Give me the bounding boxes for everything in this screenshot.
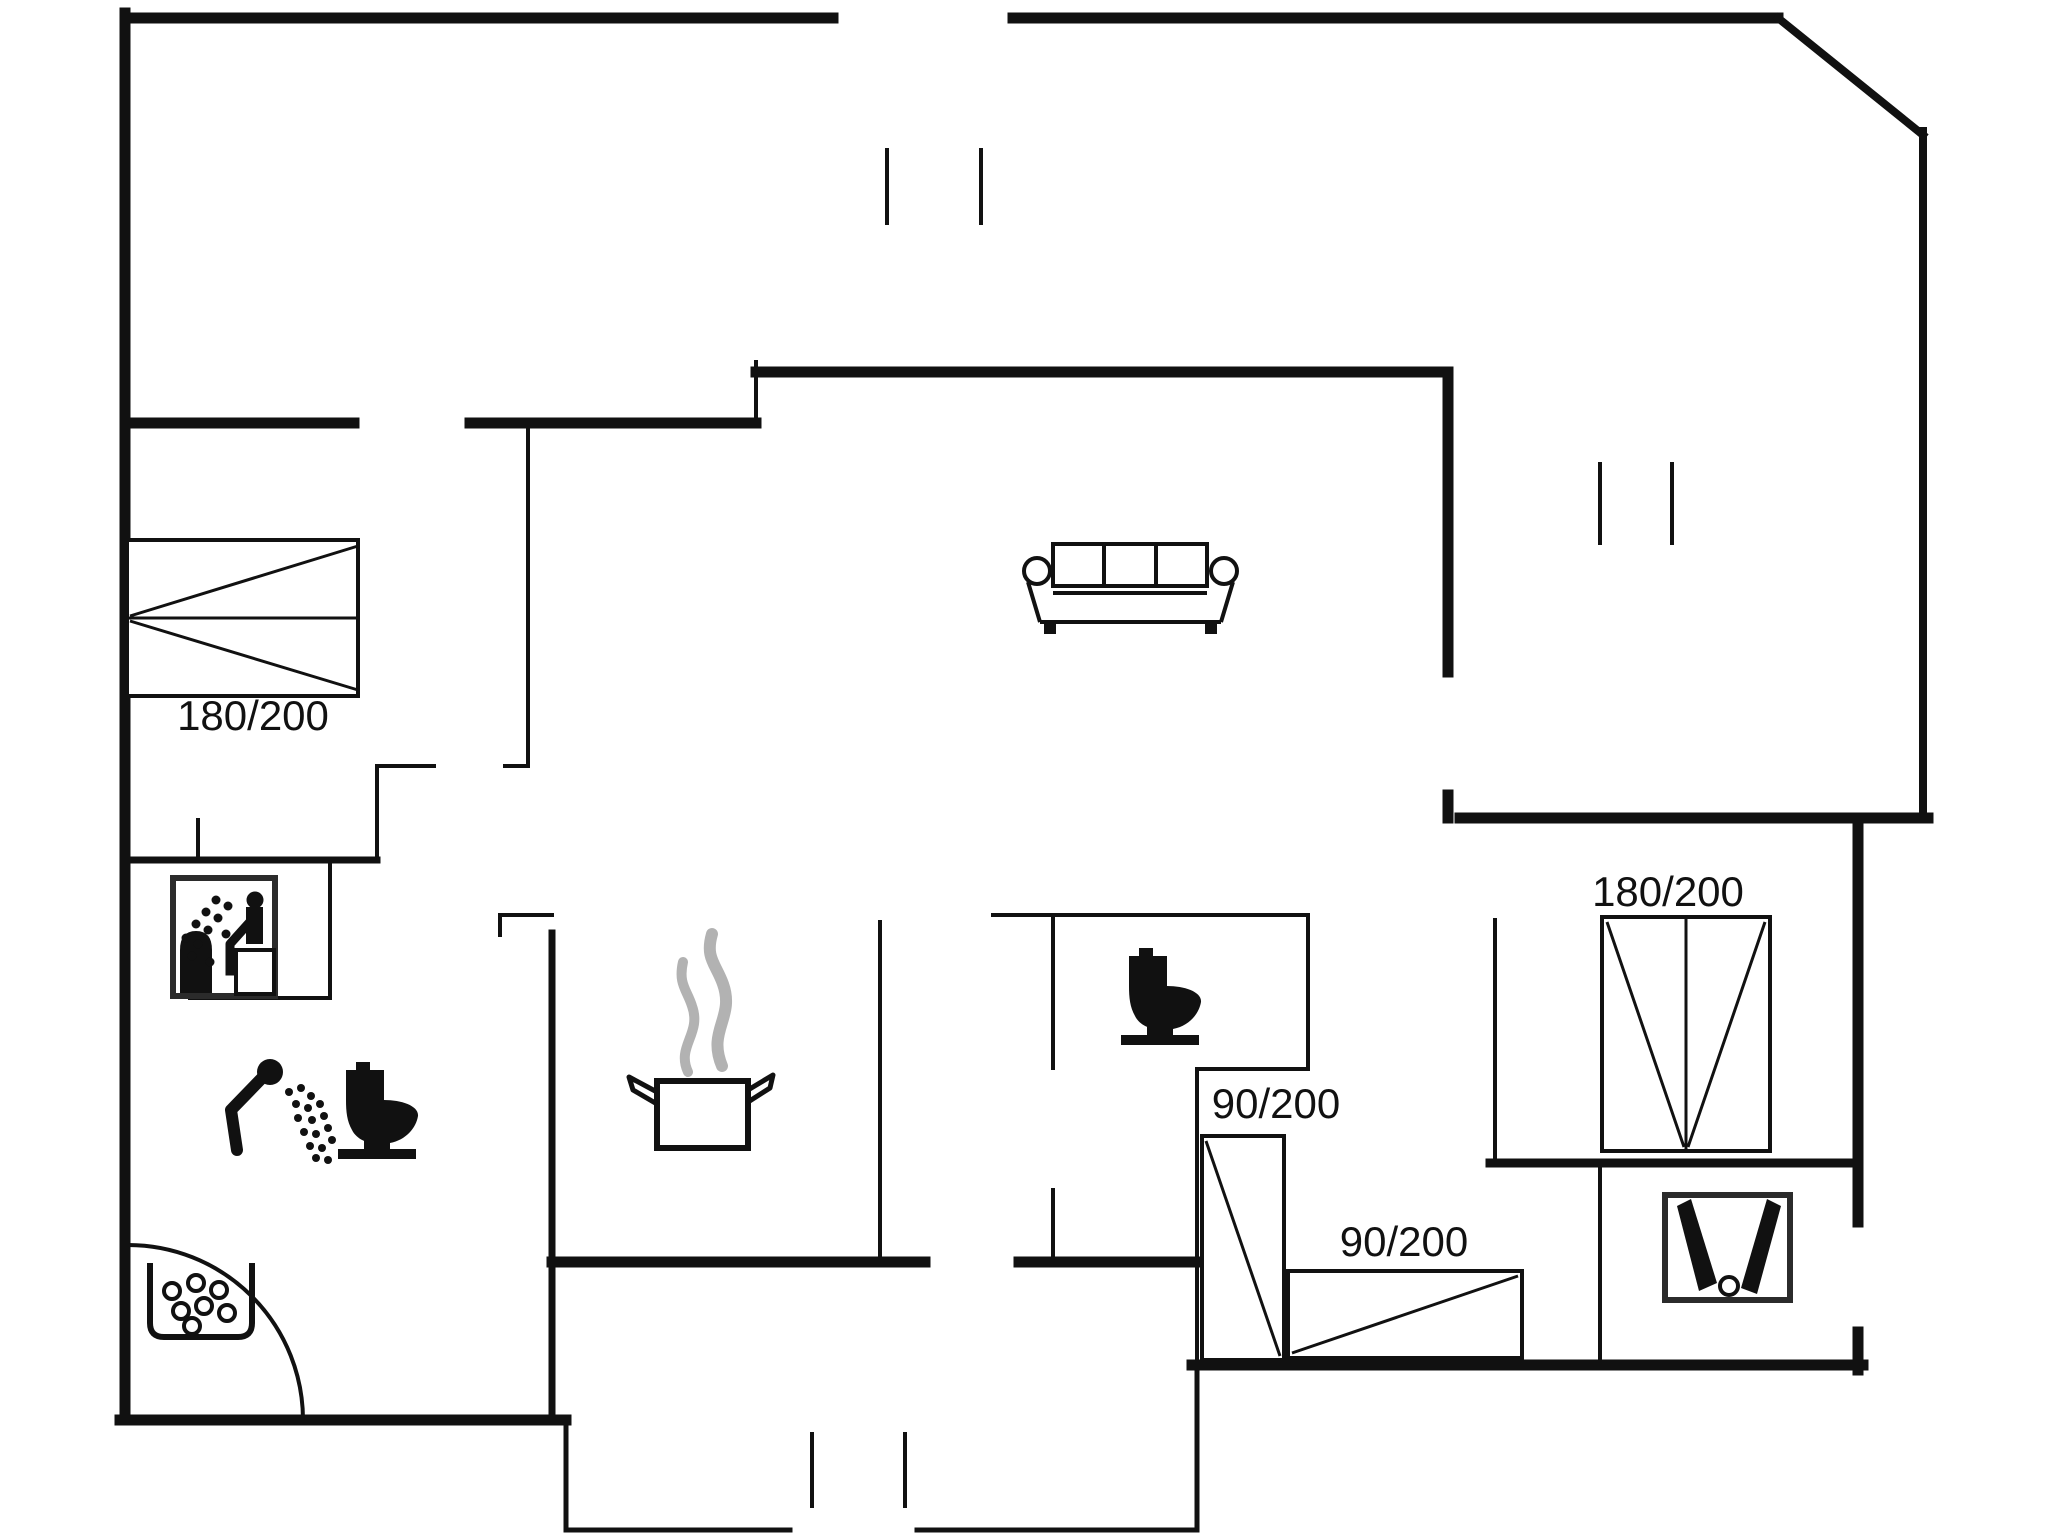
steam-left	[676, 957, 700, 1077]
pot-body	[654, 1078, 751, 1151]
bed-double-right-label: 180/200	[1592, 868, 1744, 915]
ski-right	[1741, 1199, 1781, 1294]
window-top-ticks	[885, 148, 983, 225]
bed-diagonal	[1291, 1274, 1519, 1355]
bed-single-horizontal-label: 90/200	[1340, 1218, 1468, 1265]
bed-outline	[1286, 1269, 1524, 1360]
bed-double-left-label: 180/200	[177, 692, 329, 739]
walls-interior-thin	[188, 360, 1602, 1367]
pot-handle-left	[626, 1074, 659, 1107]
sauna-person	[225, 891, 264, 976]
sofa-foot-right	[1205, 622, 1217, 634]
bath-door-jamb	[498, 913, 554, 937]
steam-right	[703, 928, 733, 1072]
walls-interior-medium	[121, 856, 556, 1424]
bed-double-right	[1600, 915, 1772, 1153]
ski-ring	[1718, 1275, 1740, 1297]
sofa-icon	[1022, 542, 1239, 634]
cooking-pot-icon	[626, 928, 776, 1151]
window-right-ticks	[1598, 462, 1674, 545]
ski-storage-icon	[1662, 1192, 1793, 1303]
sauna-stove	[180, 931, 212, 993]
sofa-cushion-dividers	[1053, 544, 1207, 595]
sauna-bench	[234, 948, 276, 996]
outer-diagonal-corner-wall	[1772, 12, 1929, 141]
wc-room-walls	[991, 913, 1310, 1264]
spa-bubbles	[162, 1273, 237, 1336]
bed-single-vertical	[1200, 1134, 1286, 1362]
bed-double-left	[125, 538, 360, 698]
sofa-arm-right	[1209, 556, 1239, 586]
window-marks	[810, 148, 1674, 1508]
sofa-body	[1026, 581, 1235, 624]
bed-diagonals	[1605, 921, 1767, 1148]
sofa-cushions	[1051, 542, 1209, 588]
shower-icon	[225, 1059, 336, 1164]
walls-interior-thick	[119, 366, 1934, 1268]
sofa-foot-left	[1044, 622, 1056, 634]
spa-tub	[147, 1263, 255, 1340]
window-bottom-ticks	[810, 1432, 907, 1508]
shower-arm	[225, 1072, 268, 1156]
ski-left	[1677, 1199, 1717, 1291]
bed-single-vertical-label: 90/200	[1212, 1080, 1340, 1127]
toilet-icon-bathroom	[338, 1062, 419, 1159]
bed-diagonal	[1204, 1140, 1282, 1357]
sauna-icon	[170, 875, 278, 999]
bed-diagonals	[129, 544, 359, 692]
sofa-arm-left	[1022, 556, 1052, 586]
shower-head	[257, 1059, 283, 1085]
sauna-steam-dots	[181, 895, 235, 967]
hall-jamb-walls	[375, 764, 530, 862]
pot-handle-right	[746, 1072, 776, 1105]
spa-bath-icon	[147, 1263, 255, 1340]
terrace-walls	[563, 1362, 1200, 1533]
toilet-icon-wc	[1121, 948, 1202, 1045]
bed-single-horizontal	[1286, 1269, 1524, 1360]
shower-spray-dots	[285, 1084, 336, 1164]
walls-outer	[114, 7, 1929, 1426]
